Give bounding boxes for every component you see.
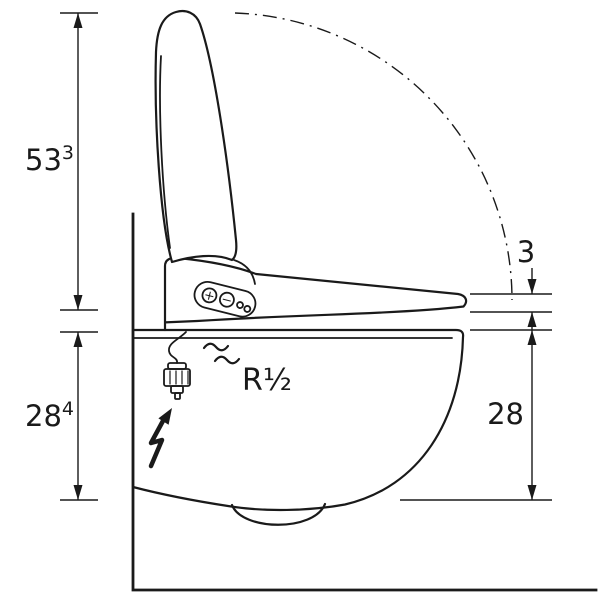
toilet-bowl: [131, 328, 465, 526]
dim-label-seat-thickness: 3: [517, 235, 535, 269]
water-squiggle-icon: [202, 342, 241, 365]
dim-lid-height: 533: [25, 13, 83, 310]
electrical-arrow-icon: [148, 408, 172, 469]
arrow-up-icon: [73, 332, 83, 347]
wall-floor-outline: [131, 212, 598, 592]
minus-button: [219, 291, 235, 308]
minus-button-label: −: [220, 292, 234, 309]
arrow-down-icon: [73, 295, 83, 310]
lid-outline: [154, 9, 238, 264]
small-button-1: [236, 301, 244, 309]
bowl-outline: [131, 328, 465, 512]
toilet-lid-open: [154, 9, 238, 264]
bowl-outlet-detail: [230, 502, 327, 526]
lightning-arrowhead: [158, 408, 172, 425]
water-connection-annotation: R½: [202, 342, 292, 398]
plus-button: [201, 287, 218, 304]
dim-label-bowl-depth-left: 284: [25, 398, 74, 433]
dimension-layer: 533 284 3 28: [25, 12, 552, 501]
seat-hinge-contour: [233, 259, 256, 285]
arrow-down-icon: [73, 485, 83, 500]
dim-bowl-height-right: 28: [487, 330, 537, 500]
plug-ribs: [169, 370, 189, 385]
arrow-down-icon: [527, 485, 537, 500]
plus-button-label: +: [202, 288, 216, 305]
dim-label-bowl-height-right: 28: [487, 397, 524, 431]
lightning-zigzag: [148, 416, 167, 469]
arrow-up-icon: [527, 330, 537, 345]
arrow-down-icon: [527, 279, 537, 294]
dim-seat-thickness: 3: [517, 235, 537, 330]
lid-rotation-arc: [234, 12, 513, 301]
dim-label-lid-height: 533: [25, 142, 74, 177]
lid-inner-line: [159, 55, 171, 249]
control-panel: + −: [193, 280, 257, 318]
plug-tip: [174, 392, 181, 400]
dim-bowl-depth-left: 284: [25, 332, 83, 500]
small-button-2: [243, 305, 252, 313]
power-cord: [168, 331, 187, 364]
power-cord-plug: [163, 331, 191, 400]
water-connection-label: R½: [242, 363, 292, 398]
arrow-up-icon: [73, 13, 83, 28]
